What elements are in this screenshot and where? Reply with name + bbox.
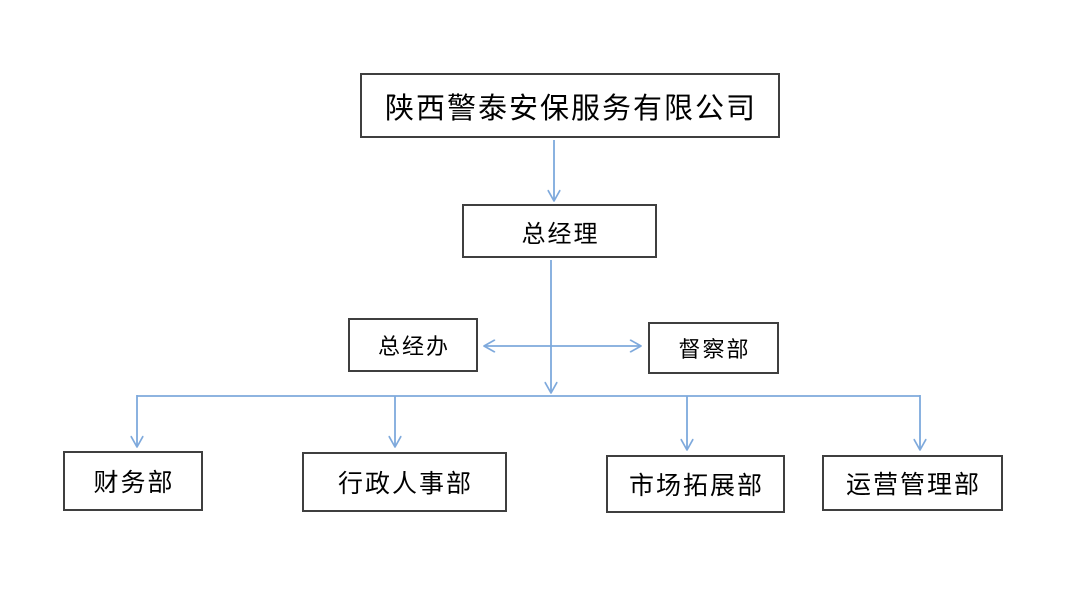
node-supervision-dept-label: 督察部 xyxy=(678,337,751,362)
node-company: 陕西警泰安保服务有限公司 xyxy=(360,73,780,138)
node-finance-dept: 财务部 xyxy=(63,451,203,511)
node-market-expansion-dept: 市场拓展部 xyxy=(606,455,785,513)
node-operations-mgmt-dept: 运营管理部 xyxy=(822,455,1003,511)
node-admin-hr-dept: 行政人事部 xyxy=(302,452,507,512)
node-company-label: 陕西警泰安保服务有限公司 xyxy=(384,92,757,125)
node-operations-mgmt-dept-label: 运营管理部 xyxy=(845,471,981,499)
node-market-expansion-dept-label: 市场拓展部 xyxy=(628,472,764,500)
node-finance-dept-label: 财务部 xyxy=(93,469,175,497)
node-general-manager: 总经理 xyxy=(462,204,657,258)
node-gm-office-label: 总经办 xyxy=(377,334,450,359)
node-supervision-dept: 督察部 xyxy=(648,322,779,374)
node-general-manager-label: 总经理 xyxy=(521,220,600,248)
node-gm-office: 总经办 xyxy=(348,318,478,372)
node-admin-hr-dept-label: 行政人事部 xyxy=(337,470,473,498)
